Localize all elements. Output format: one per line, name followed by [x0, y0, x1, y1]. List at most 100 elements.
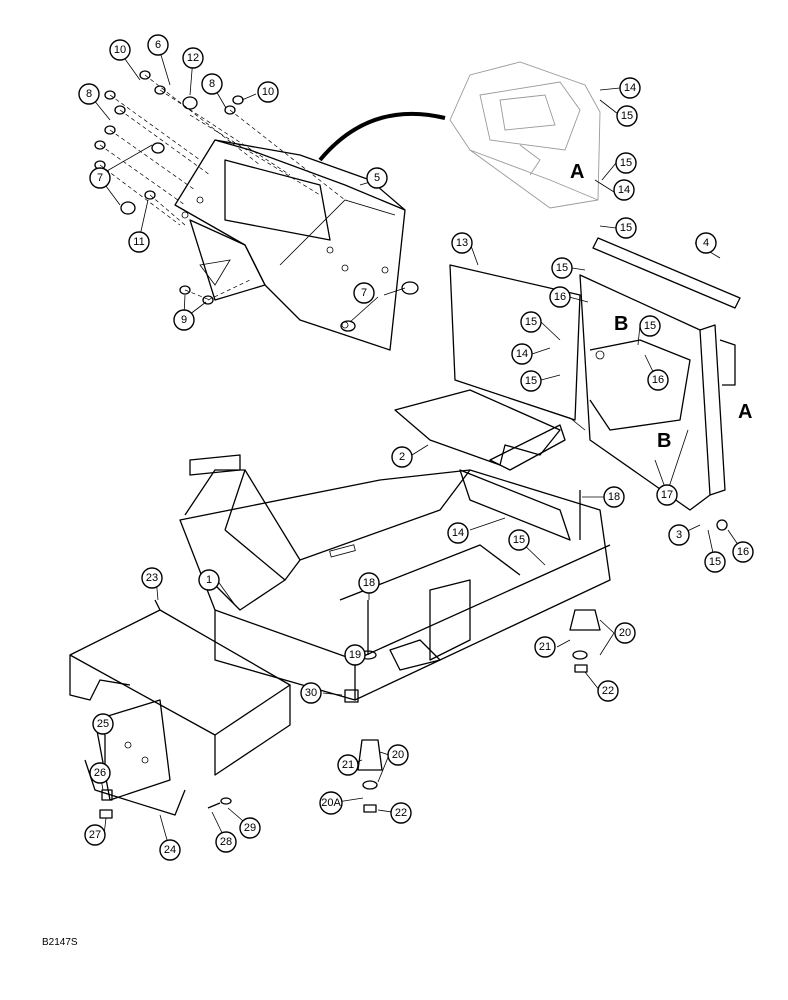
- callout-24: 24: [159, 839, 181, 861]
- assembly-arrow: [318, 111, 446, 162]
- ref-letter-a: A: [738, 401, 752, 423]
- callout-number: 24: [164, 844, 176, 856]
- callout-15: 15: [520, 311, 542, 333]
- callout-number: 14: [618, 184, 630, 196]
- callout-number: 15: [621, 110, 633, 122]
- callout-number: 21: [342, 759, 354, 771]
- callout-number: 9: [181, 314, 187, 326]
- callout-4: 4: [695, 232, 717, 254]
- callout-15: 15: [639, 315, 661, 337]
- callout-22: 22: [597, 680, 619, 702]
- callout-number: 15: [513, 534, 525, 546]
- callout-number: 15: [644, 320, 656, 332]
- callout-number: 18: [608, 491, 620, 503]
- ref-letter-b-upper: B: [614, 313, 628, 335]
- callout-20: 20: [614, 622, 636, 644]
- callout-29: 29: [239, 817, 261, 839]
- callout-18: 18: [603, 486, 625, 508]
- callout-8: 8: [201, 73, 223, 95]
- figure-id: B2147S: [42, 937, 78, 948]
- callout-30: 30: [300, 682, 322, 704]
- callout-number: 20A: [321, 797, 341, 809]
- callout-number: 15: [525, 375, 537, 387]
- callout-number: 30: [305, 687, 317, 699]
- leader-lines: [88, 44, 744, 848]
- callout-number: 12: [187, 52, 199, 64]
- callout-21: 21: [534, 636, 556, 658]
- callout-number: 11: [133, 236, 144, 248]
- callout-labels: 10 6 12 8 10 8 7 11 5 9 7 14 15 15 14 15 4 13 15 16 15 14 15 15…: [78, 34, 754, 861]
- callout-number: 15: [525, 316, 537, 328]
- callout-15: 15: [520, 370, 542, 392]
- step-plate: [69, 599, 291, 776]
- callout-15: 15: [551, 257, 573, 279]
- callout-number: 28: [220, 836, 232, 848]
- callout-number: 22: [395, 807, 407, 819]
- callout-number: 10: [114, 44, 126, 56]
- callout-number: 4: [703, 237, 709, 249]
- callout-15: 15: [615, 152, 637, 174]
- callout-number: 26: [94, 767, 106, 779]
- callout-23: 23: [141, 567, 163, 589]
- callout-number: 10: [262, 86, 274, 98]
- callout-number: 19: [349, 649, 361, 661]
- callout-14: 14: [619, 77, 641, 99]
- callout-15: 15: [508, 529, 530, 551]
- ref-letter-a-top: A: [570, 161, 584, 183]
- floor-plate: [394, 389, 561, 466]
- callout-number: 8: [209, 78, 215, 90]
- callout-number: 6: [155, 39, 161, 51]
- callout-10: 10: [257, 81, 279, 103]
- callout-number: 7: [97, 172, 103, 184]
- callout-number: 5: [374, 172, 380, 184]
- callout-number: 8: [86, 88, 92, 100]
- ref-letter-b-lower: B: [657, 430, 671, 452]
- callout-25: 25: [92, 713, 114, 735]
- callout-18: 18: [358, 572, 380, 594]
- callout-number: 7: [361, 287, 367, 299]
- callout-10: 10: [109, 39, 131, 61]
- callout-number: 18: [363, 577, 375, 589]
- callout-9: 9: [173, 309, 195, 331]
- callout-2: 2: [391, 446, 413, 468]
- callout-28: 28: [215, 831, 237, 853]
- callout-number: 15: [620, 222, 632, 234]
- callout-number: 16: [554, 291, 566, 303]
- callout-21: 21: [337, 754, 359, 776]
- callout-16: 16: [647, 369, 669, 391]
- lower-panel: [449, 264, 581, 421]
- callout-15: 15: [616, 105, 638, 127]
- callout-6: 6: [147, 34, 169, 56]
- callout-number: 27: [89, 829, 101, 841]
- callout-number: 21: [539, 641, 551, 653]
- callout-5: 5: [366, 167, 388, 189]
- callout-number: 14: [624, 82, 636, 94]
- top-plate: [592, 237, 741, 309]
- callout-20a: 20A: [319, 791, 343, 815]
- callout-number: 20: [619, 627, 631, 639]
- callout-12: 12: [182, 47, 204, 69]
- callout-11: 11: [128, 231, 150, 253]
- callout-26: 26: [89, 762, 111, 784]
- callout-22: 22: [390, 802, 412, 824]
- callout-7: 7: [353, 282, 375, 304]
- instrument-cluster-ghost: [449, 61, 601, 209]
- callout-number: 23: [146, 572, 158, 584]
- callout-13: 13: [451, 232, 473, 254]
- callout-number: 29: [244, 822, 256, 834]
- callout-15: 15: [615, 217, 637, 239]
- callout-14: 14: [447, 522, 469, 544]
- callout-number: 17: [661, 489, 673, 501]
- callout-number: 15: [620, 157, 632, 169]
- callout-14: 14: [613, 179, 635, 201]
- callout-number: 20: [392, 749, 404, 761]
- callout-number: 16: [652, 374, 664, 386]
- main-frame: [179, 454, 611, 701]
- callout-8: 8: [78, 83, 100, 105]
- callout-number: 16: [737, 546, 749, 558]
- callout-14: 14: [511, 343, 533, 365]
- callout-number: 15: [556, 262, 568, 274]
- callout-16: 16: [549, 286, 571, 308]
- buttons-and-plugs: [94, 70, 419, 332]
